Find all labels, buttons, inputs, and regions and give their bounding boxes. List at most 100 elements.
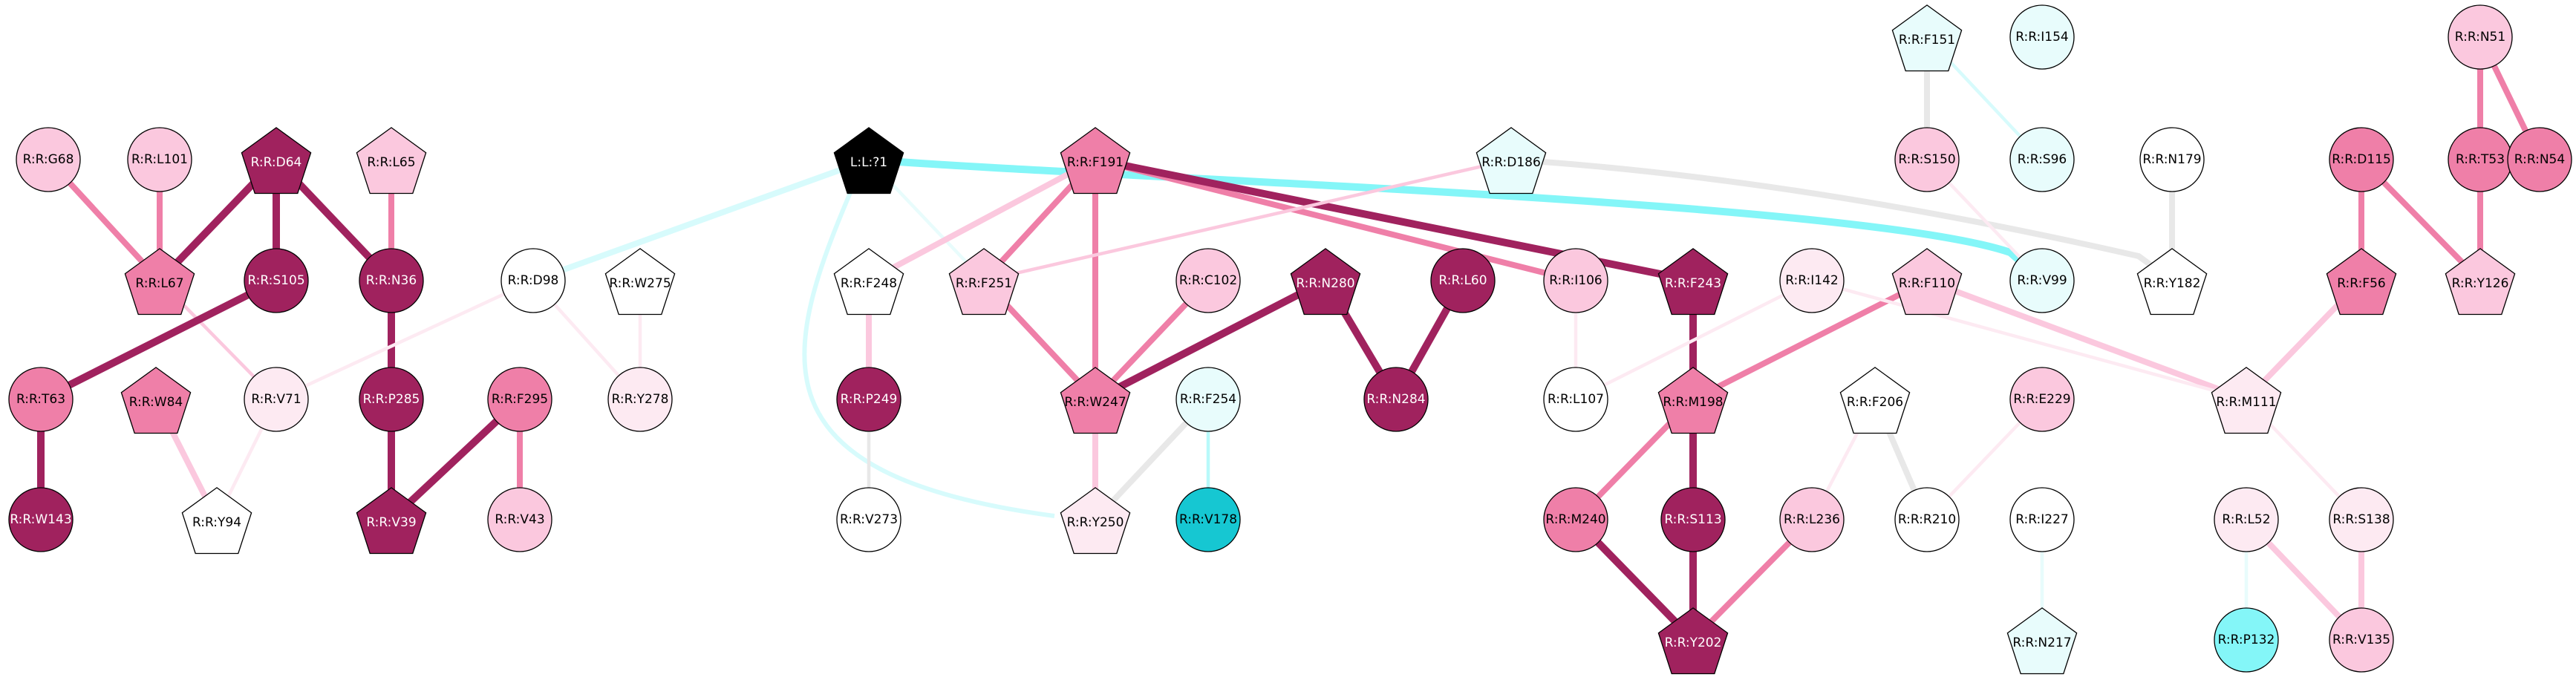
node-L52-label: R:R:L52 xyxy=(2222,512,2270,527)
node-D64-label: R:R:D64 xyxy=(251,155,302,170)
node-L65-pentagon xyxy=(356,127,427,195)
node-F56-label: R:R:F56 xyxy=(2337,276,2385,291)
node-S150-circle xyxy=(1894,127,1960,192)
node-W247: R:R:W247 xyxy=(1060,367,1131,434)
node-N284-label: R:R:N284 xyxy=(1366,392,1425,407)
node-L67-pentagon xyxy=(124,248,195,316)
node-L107-label: R:R:L107 xyxy=(1548,392,1604,407)
node-N36-label: R:R:N36 xyxy=(366,273,417,288)
edges-layer xyxy=(37,34,2543,644)
node-D64-pentagon xyxy=(241,127,312,195)
node-S96-circle xyxy=(2009,127,2075,192)
node-V71-circle xyxy=(244,367,309,432)
node-F248-pentagon xyxy=(833,248,904,316)
node-I106-circle xyxy=(1543,248,1608,313)
node-N179-circle xyxy=(2139,127,2205,192)
node-V99-circle xyxy=(2009,248,2075,313)
node-E229: R:R:E229 xyxy=(2009,367,2075,432)
node-N179-label: R:R:N179 xyxy=(2142,152,2201,167)
node-N54-circle xyxy=(2507,127,2572,192)
node-N51-label: R:R:N51 xyxy=(2455,30,2505,45)
node-L101: R:R:L101 xyxy=(127,127,192,192)
node-S113-label: R:R:S113 xyxy=(1664,512,1721,527)
edge-L71-Y250-curve xyxy=(802,183,1055,518)
node-S138-circle xyxy=(2329,487,2394,552)
node-N54: R:R:N54 xyxy=(2507,127,2572,192)
node-L71-label: L:L:?1 xyxy=(850,155,887,170)
node-D98-label: R:R:D98 xyxy=(508,273,559,288)
edge-L71-V99 xyxy=(865,156,2046,284)
node-Y126-pentagon xyxy=(2445,248,2516,316)
node-V273-circle xyxy=(836,487,901,552)
node-S96-label: R:R:S96 xyxy=(2018,152,2067,167)
node-V135-label: R:R:V135 xyxy=(2332,633,2390,647)
node-L236-circle xyxy=(1779,487,1845,552)
edge-F110-M111 xyxy=(1924,278,2249,402)
node-W275-pentagon xyxy=(604,248,676,316)
node-F251-pentagon xyxy=(948,248,1020,316)
node-F243-pentagon xyxy=(1657,248,1729,316)
node-L65: R:R:L65 xyxy=(356,127,427,195)
edge-S105-T63 xyxy=(37,277,280,403)
node-F251: R:R:F251 xyxy=(948,248,1020,316)
node-L65-label: R:R:L65 xyxy=(367,155,415,170)
node-L52-circle xyxy=(2214,487,2279,552)
node-L71: L:L:?1 xyxy=(833,127,904,195)
edge-F191-F248 xyxy=(866,157,1098,284)
node-I154: R:R:I154 xyxy=(2009,4,2075,70)
node-V99: R:R:V99 xyxy=(2009,248,2075,313)
node-L60-circle xyxy=(1430,248,1496,313)
node-I227-circle xyxy=(2009,487,2075,552)
node-S150: R:R:S150 xyxy=(1894,127,1960,192)
node-Y278: R:R:Y278 xyxy=(607,367,673,432)
node-F151: R:R:F151 xyxy=(1891,4,1963,72)
node-L67: R:R:L67 xyxy=(124,248,195,316)
node-F295-label: R:R:F295 xyxy=(492,392,548,407)
node-T53: R:R:T53 xyxy=(2448,127,2513,192)
node-R210-circle xyxy=(1894,487,1960,552)
node-V178-circle xyxy=(1175,487,1241,552)
node-S138-label: R:R:S138 xyxy=(2332,512,2390,527)
node-D115: R:R:D115 xyxy=(2329,127,2394,192)
node-F151-label: R:R:F151 xyxy=(1899,33,1955,48)
edge-L71-D98 xyxy=(530,157,872,284)
node-V71-label: R:R:V71 xyxy=(251,392,301,407)
node-P132-circle xyxy=(2214,607,2279,673)
edge-I142-M111 xyxy=(1810,278,2249,402)
node-Y126: R:R:Y126 xyxy=(2445,248,2516,316)
node-F254-circle xyxy=(1175,367,1241,432)
node-N36-circle xyxy=(359,248,424,313)
node-P132: R:R:P132 xyxy=(2214,607,2279,673)
node-N284: R:R:N284 xyxy=(1363,367,1429,432)
node-F295-circle xyxy=(487,367,552,432)
node-L236-label: R:R:L236 xyxy=(1784,512,1840,527)
node-P249: R:R:P249 xyxy=(836,367,901,432)
node-N217-pentagon xyxy=(2006,607,2078,675)
node-Y202: R:R:Y202 xyxy=(1657,607,1729,675)
node-F191-pentagon xyxy=(1060,127,1131,195)
node-F248: R:R:F248 xyxy=(833,248,904,316)
node-S113: R:R:S113 xyxy=(1660,487,1726,552)
node-R210-label: R:R:R210 xyxy=(1898,512,1956,527)
node-W275: R:R:W275 xyxy=(604,248,676,316)
node-Y202-pentagon xyxy=(1657,607,1729,675)
node-F243-label: R:R:F243 xyxy=(1665,276,1721,291)
node-D186-pentagon xyxy=(1476,127,1547,195)
node-Y182-label: R:R:Y182 xyxy=(2144,276,2201,291)
edge-N280-W247 xyxy=(1092,277,1329,403)
node-Y202-label: R:R:Y202 xyxy=(1665,635,1722,650)
node-P285-label: R:R:P285 xyxy=(363,392,420,407)
node-Y278-label: R:R:Y278 xyxy=(612,392,669,407)
node-I106: R:R:I106 xyxy=(1543,248,1608,313)
node-E229-circle xyxy=(2009,367,2075,432)
node-T63-label: R:R:T63 xyxy=(16,392,65,407)
node-W143: R:R:W143 xyxy=(8,487,74,552)
node-F206-label: R:R:F206 xyxy=(1847,395,1903,410)
node-F254-label: R:R:F254 xyxy=(1180,392,1236,407)
node-C102-label: R:R:C102 xyxy=(1179,273,1237,288)
node-N51-circle xyxy=(2448,4,2513,70)
node-M198-label: R:R:M198 xyxy=(1663,395,1723,410)
node-N217-label: R:R:N217 xyxy=(2012,635,2071,650)
edge-D186-F251 xyxy=(982,157,1513,283)
node-F243: R:R:F243 xyxy=(1657,248,1729,316)
